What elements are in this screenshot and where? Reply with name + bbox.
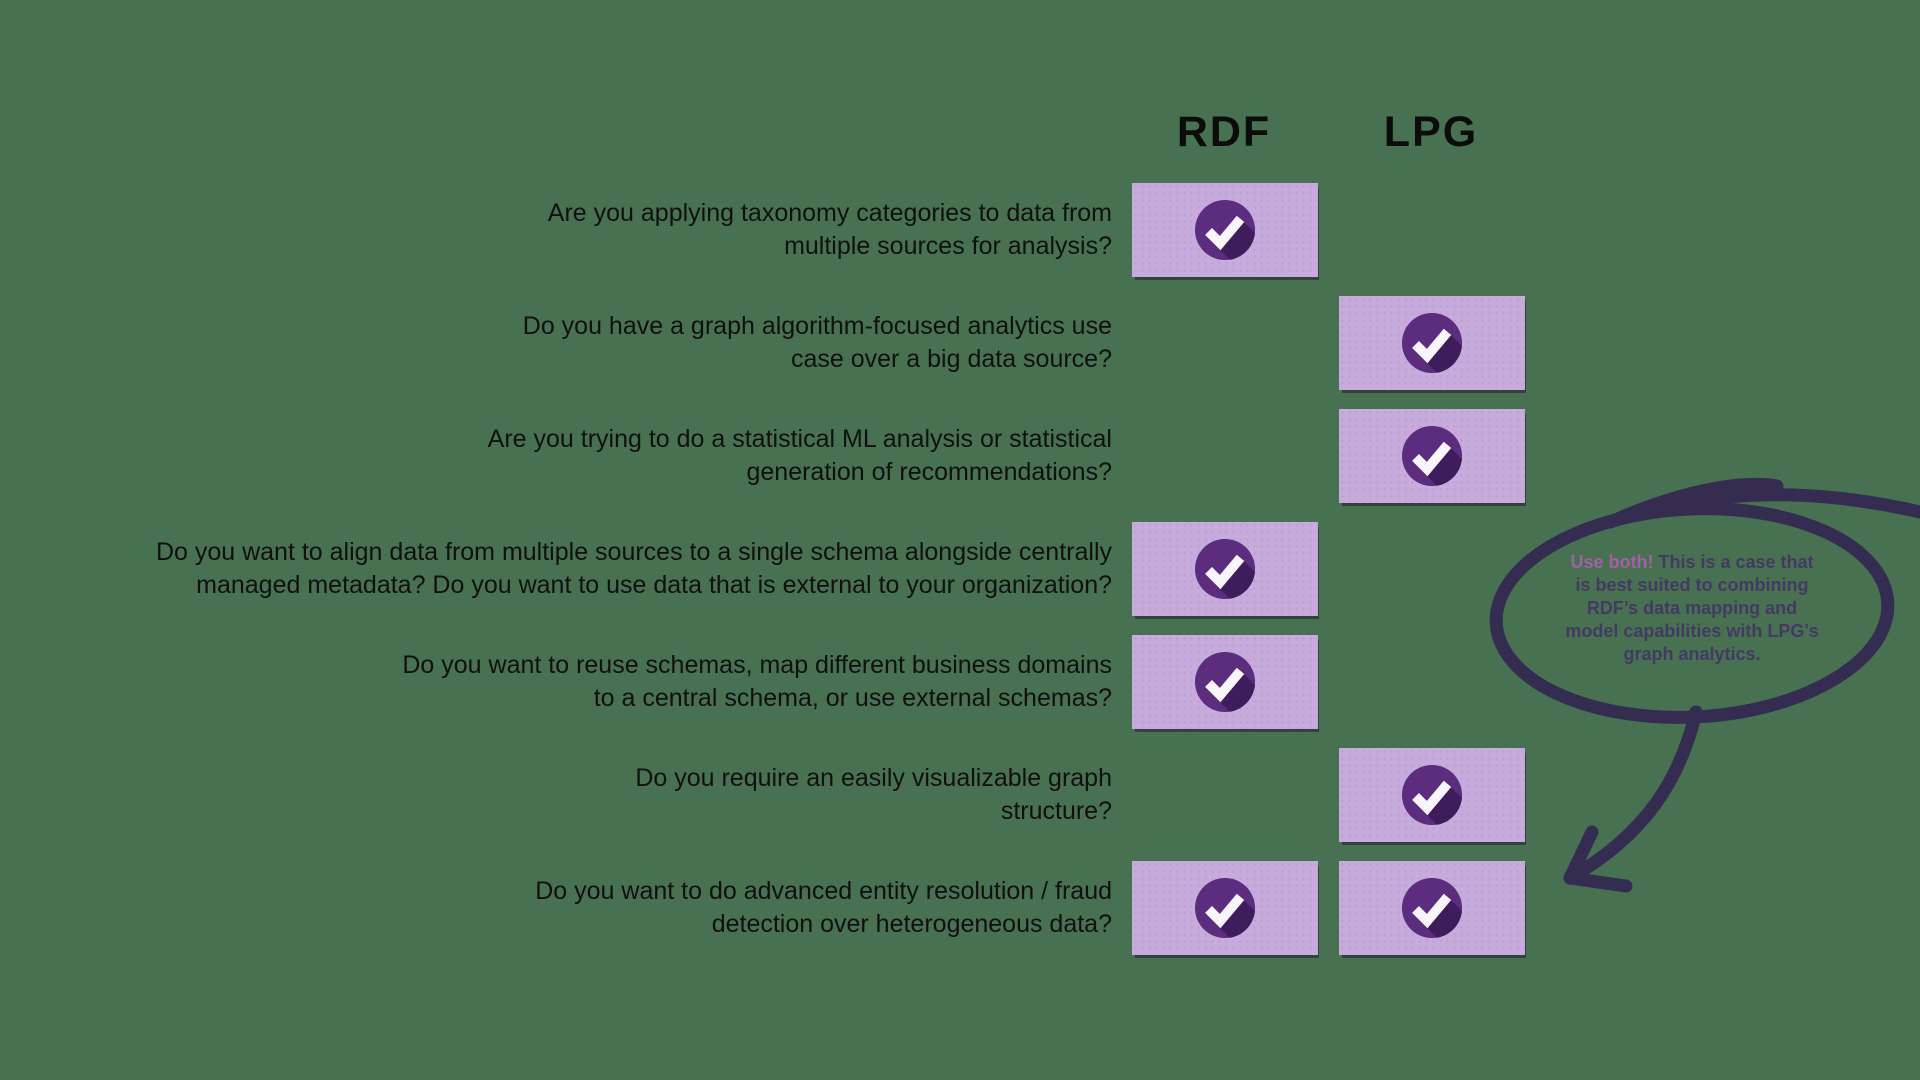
question-text: Do you require an easily visualizable gr… <box>635 764 1112 825</box>
question-row: Do you require an easily visualizable gr… <box>0 748 1920 842</box>
check-icon <box>1401 877 1463 939</box>
question-text: Are you applying taxonomy categories to … <box>547 199 1112 260</box>
column-header-rdf: RDF <box>1176 108 1272 156</box>
use-both-note: Use both! This is a case that is best su… <box>1542 551 1842 666</box>
check-icon <box>1194 538 1256 600</box>
note-body-text: This is a case that is best suited to co… <box>1565 552 1819 664</box>
question-row: Do you want to align data from multiple … <box>0 522 1920 616</box>
check-icon <box>1194 877 1256 939</box>
check-icon <box>1401 764 1463 826</box>
curved-arrow-shaft <box>1563 705 1703 885</box>
question-row: Are you trying to do a statistical ML an… <box>0 409 1920 503</box>
flourish-overshoot <box>1613 477 1784 525</box>
use-both-doodle <box>1489 477 1920 893</box>
question-row: Do you want to reuse schemas, map differ… <box>0 635 1920 729</box>
check-icon <box>1194 651 1256 713</box>
question-text: Do you want to reuse schemas, map differ… <box>402 651 1112 712</box>
rdf-check-cell <box>1132 861 1318 955</box>
lpg-check-cell <box>1339 861 1525 955</box>
lpg-check-cell <box>1339 748 1525 842</box>
check-icon <box>1401 312 1463 374</box>
note-lead-text: Use both! <box>1570 552 1654 572</box>
question-text: Do you have a graph algorithm-focused an… <box>522 312 1112 373</box>
rdf-check-cell <box>1132 522 1318 616</box>
question-row: Do you have a graph algorithm-focused an… <box>0 296 1920 390</box>
rdf-check-cell <box>1132 183 1318 277</box>
check-icon <box>1401 425 1463 487</box>
question-row: Are you applying taxonomy categories to … <box>0 183 1920 277</box>
check-icon <box>1194 199 1256 261</box>
arrowhead-barb-up <box>1563 825 1599 885</box>
lpg-check-cell <box>1339 296 1525 390</box>
question-row: Do you want to do advanced entity resolu… <box>0 861 1920 955</box>
column-header-lpg: LPG <box>1383 108 1479 156</box>
rdf-check-cell <box>1132 635 1318 729</box>
lpg-check-cell <box>1339 409 1525 503</box>
arrowhead-barb-right <box>1563 871 1633 893</box>
question-text: Do you want to do advanced entity resolu… <box>535 877 1112 938</box>
question-text: Do you want to align data from multiple … <box>155 538 1112 599</box>
question-text: Are you trying to do a statistical ML an… <box>487 425 1112 486</box>
